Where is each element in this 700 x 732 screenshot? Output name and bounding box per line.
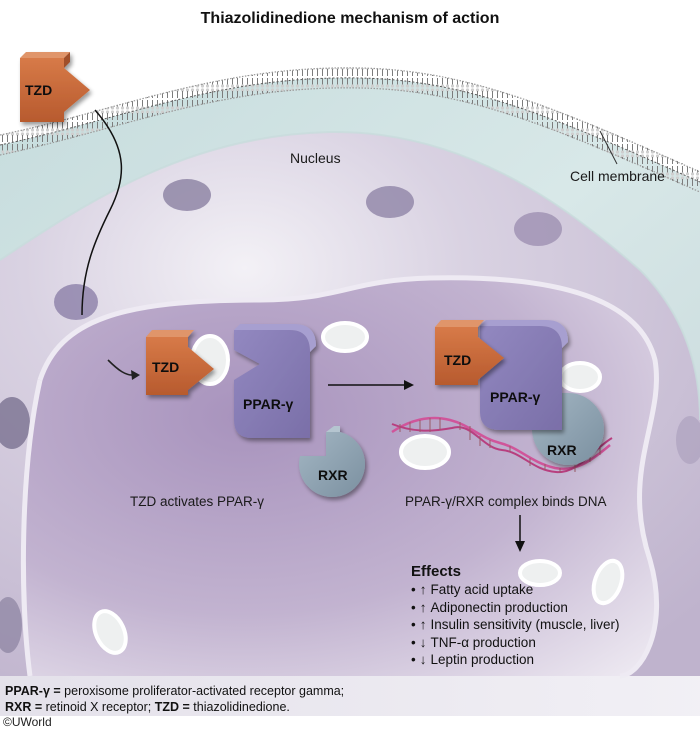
- tzd-label: TZD: [25, 82, 52, 98]
- footnote-definition: retinoid X receptor;: [42, 700, 155, 714]
- effect-item: •↑Insulin sensitivity (muscle, liver): [411, 617, 620, 632]
- entry-path-line: [81, 109, 123, 316]
- effects-panel: Effects •↑Fatty acid uptake •↑Adiponecti…: [411, 563, 620, 669]
- diagram-title: Thiazolidinedione mechanism of action: [200, 10, 500, 27]
- direction-arrow-icon: ↑: [419, 617, 427, 632]
- dna-helix: [391, 416, 613, 474]
- tzd-molecule-step2: TZD: [435, 320, 504, 385]
- ppar-gamma-step2: PPAR-γ: [480, 320, 568, 430]
- nuclear-pore: [514, 212, 562, 246]
- direction-arrow-icon: ↓: [419, 634, 427, 650]
- direction-arrow-icon: ↓: [419, 652, 427, 667]
- ppar-label: PPAR-γ: [243, 396, 294, 412]
- tzd-molecule-step1: TZD: [146, 330, 214, 395]
- rxr-label: RXR: [547, 442, 577, 458]
- ppar-gamma-step1: PPAR-γ: [234, 324, 316, 438]
- rxr-step1: RXR: [299, 426, 366, 498]
- vesicle: [92, 321, 625, 655]
- nuclear-pore: [0, 597, 22, 653]
- nuclear-pore: [0, 397, 30, 449]
- direction-arrow-icon: ↑: [419, 599, 427, 615]
- ppar-label: PPAR-γ: [490, 389, 541, 405]
- effects-heading: Effects: [411, 563, 462, 580]
- effect-item: •↑Fatty acid uptake: [411, 582, 534, 597]
- step1-caption: TZD activates PPAR-γ: [130, 494, 265, 509]
- nucleus-label: Nucleus: [290, 150, 341, 166]
- effect-item: •↓TNF-α production: [411, 634, 536, 650]
- footnote-definition: thiazolidinedione.: [189, 700, 290, 714]
- effect-text: Insulin sensitivity (muscle, liver): [430, 617, 620, 632]
- nuclear-pore: [54, 284, 98, 320]
- effects-list: •↑Fatty acid uptake •↑Adiponectin produc…: [411, 581, 620, 669]
- effect-text: Leptin production: [430, 652, 535, 667]
- effect-text: TNF-α production: [430, 634, 536, 650]
- nuclear-pore: [163, 179, 211, 211]
- tzd-label: TZD: [444, 352, 471, 368]
- tzd-label: TZD: [152, 359, 179, 375]
- nuclear-pore: [676, 416, 700, 464]
- membrane-leader-line: [599, 130, 618, 165]
- effect-text: Adiponectin production: [430, 599, 568, 615]
- effect-text: Fatty acid uptake: [430, 582, 534, 597]
- tzd-molecule-extracellular: TZD: [20, 52, 90, 122]
- step2-caption: PPAR-γ/RXR complex binds DNA: [405, 494, 607, 509]
- effect-item: •↓Leptin production: [411, 652, 535, 667]
- cell-membrane-label: Cell membrane: [570, 168, 665, 184]
- rxr-label: RXR: [318, 467, 348, 483]
- footnote-band: [0, 676, 700, 716]
- footnote-term: RXR =: [5, 700, 43, 714]
- abbreviations-footnote: PPAR-γ = peroxisome proliferator-activat…: [5, 683, 344, 715]
- footnote-definition: peroxisome proliferator-activated recept…: [60, 684, 345, 698]
- footnote-term: TZD =: [154, 700, 190, 714]
- nuclear-pore: [366, 186, 414, 218]
- copyright-notice: ©UWorld: [3, 715, 52, 729]
- rxr-step2: RXR: [532, 392, 604, 465]
- direction-arrow-icon: ↑: [419, 582, 427, 597]
- effect-item: •↑Adiponectin production: [411, 599, 568, 615]
- footnote-term: PPAR-γ =: [5, 684, 61, 698]
